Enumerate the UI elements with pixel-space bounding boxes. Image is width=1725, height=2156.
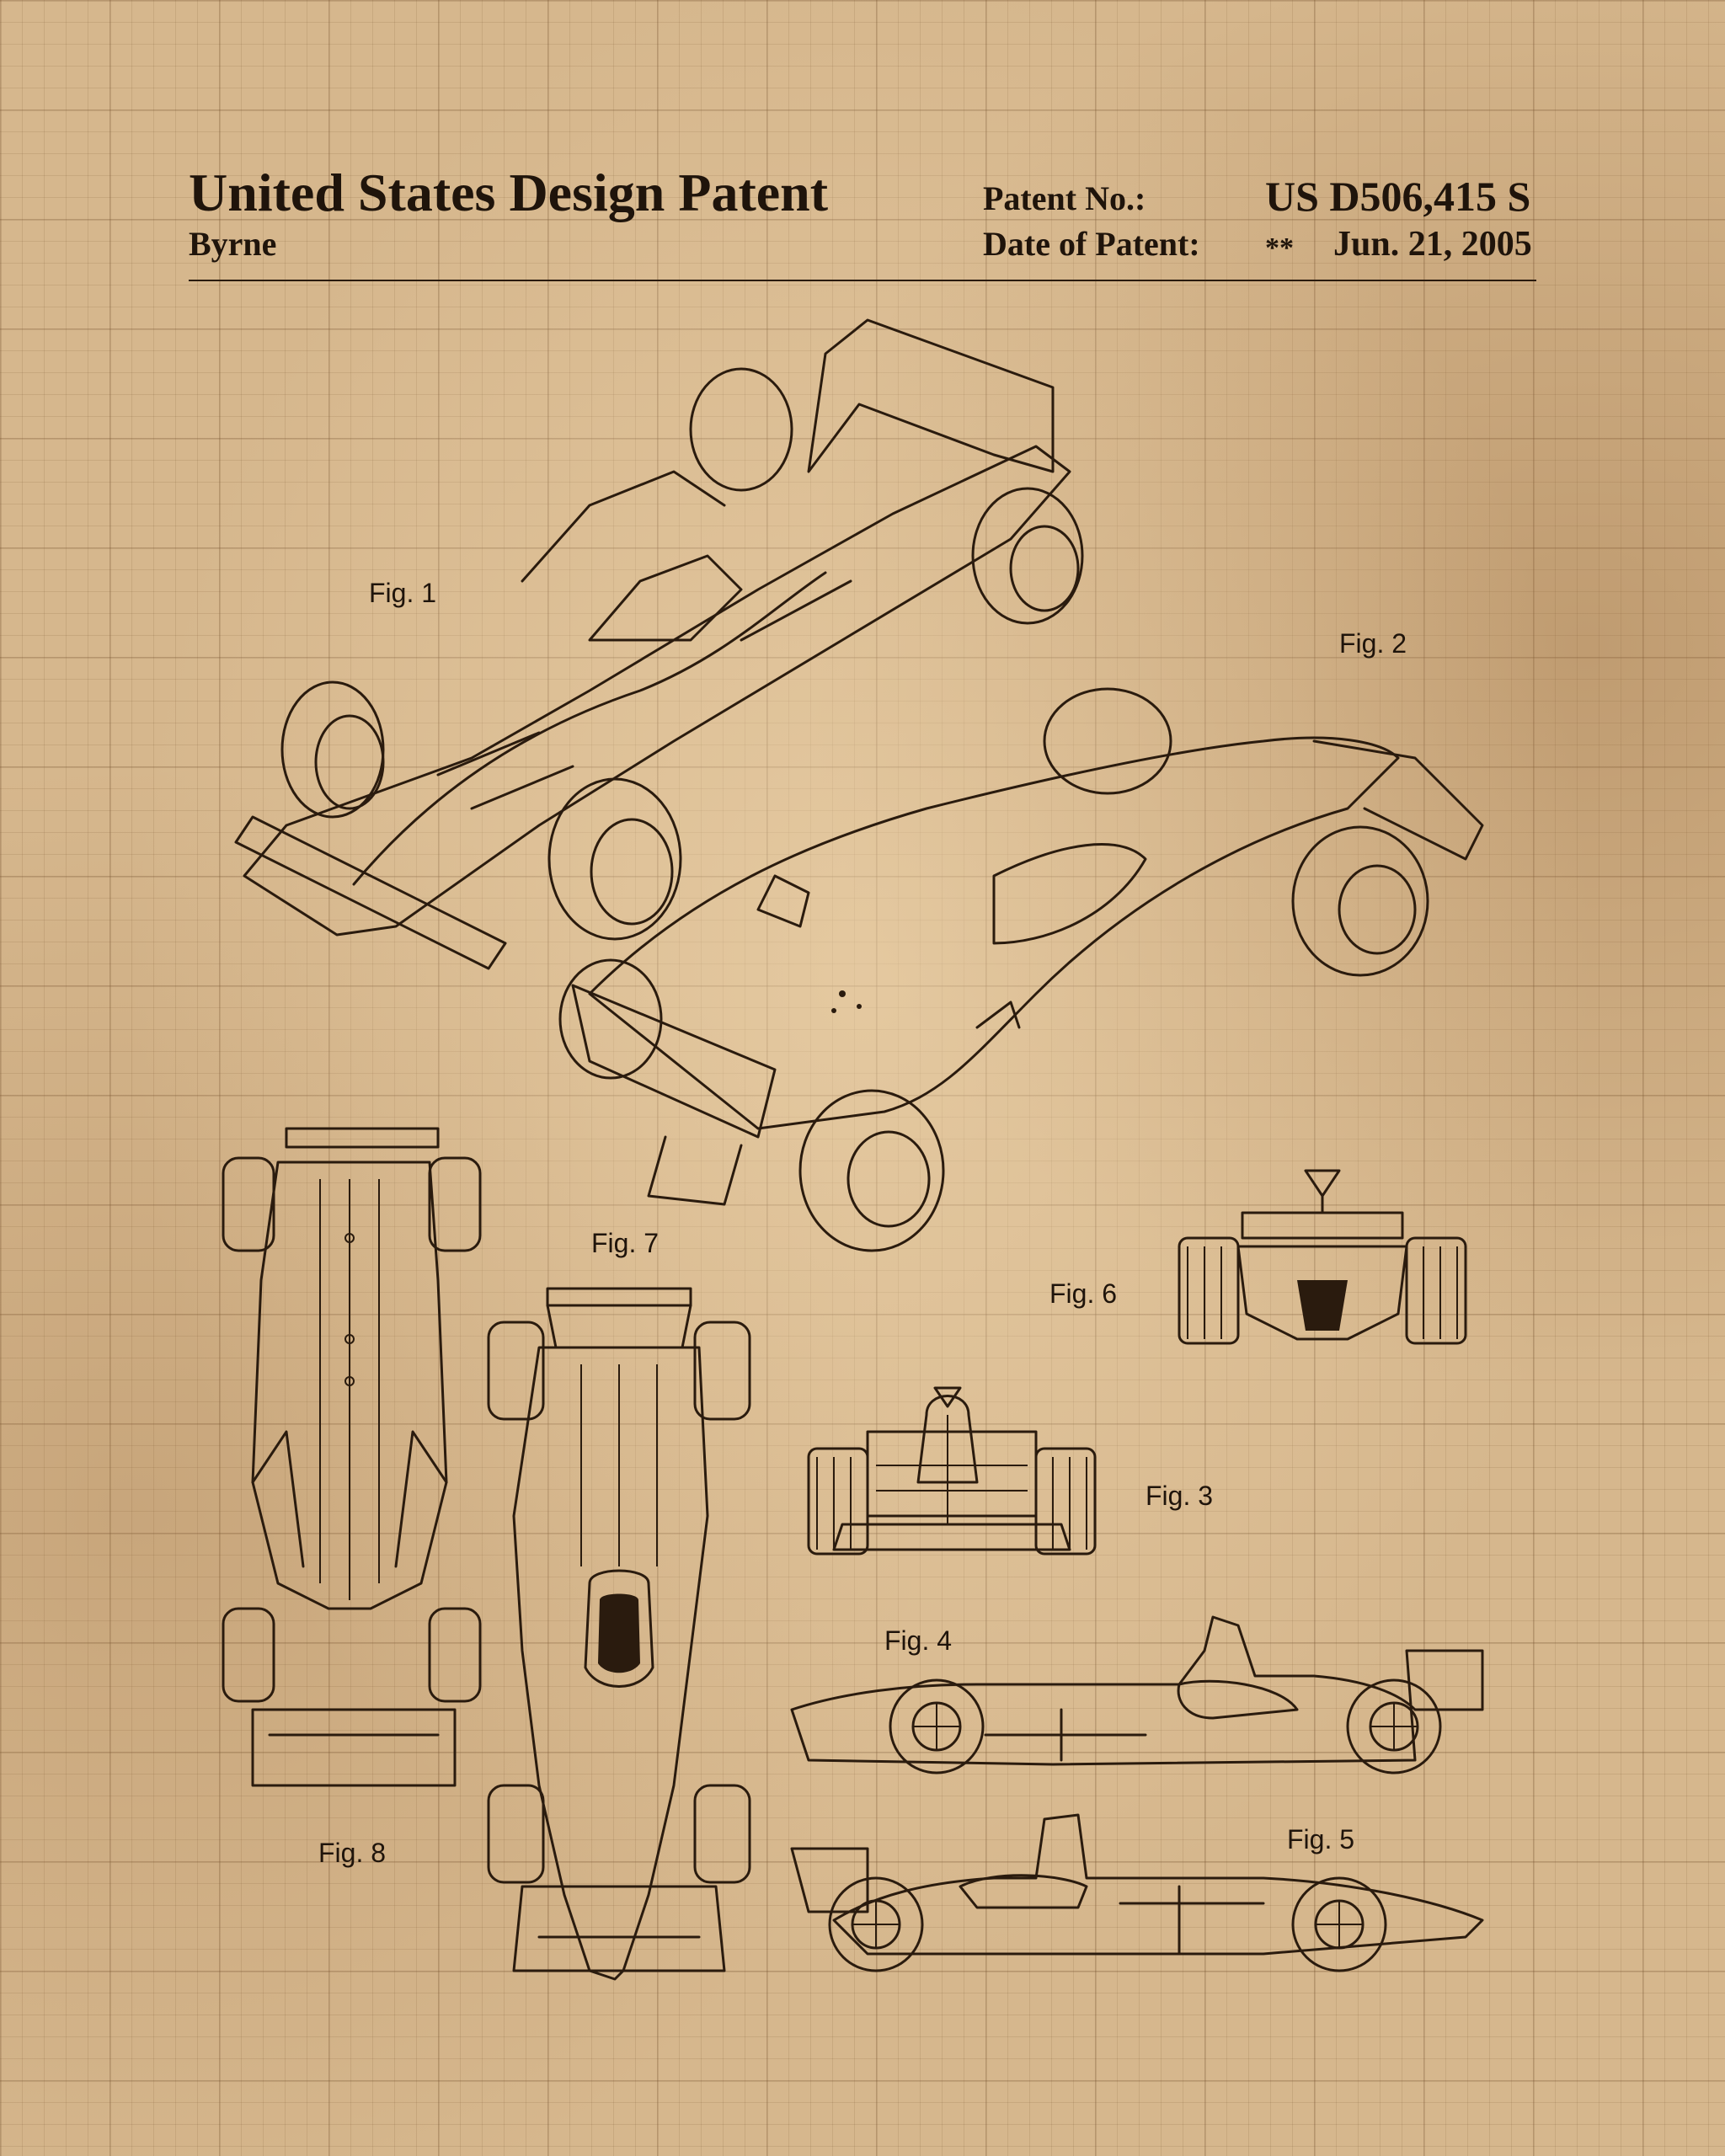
fig1-drawing (234, 318, 1084, 970)
fig7-drawing (487, 1287, 751, 1981)
patent-number: US D506,415 S (1265, 173, 1531, 220)
fig3-drawing (807, 1386, 1097, 1556)
fig4-label: Fig. 4 (884, 1625, 953, 1656)
patent-number-label: Patent No.: (983, 179, 1146, 217)
fig6-drawing (1178, 1169, 1467, 1345)
patent-date-label: Date of Patent: (983, 225, 1200, 263)
patent-date-marks: ** (1265, 232, 1294, 264)
fig7-label: Fig. 7 (591, 1228, 660, 1258)
fig5-drawing (790, 1813, 1484, 1972)
inventor-name: Byrne (189, 225, 277, 263)
fig8-label: Fig. 8 (318, 1838, 387, 1868)
fig6-label: Fig. 6 (1049, 1278, 1118, 1309)
fig1-label: Fig. 1 (369, 578, 437, 608)
fig3-label: Fig. 3 (1146, 1481, 1214, 1511)
fig4-drawing (790, 1615, 1484, 1774)
patent-date: Jun. 21, 2005 (1333, 225, 1532, 264)
fig2-label: Fig. 2 (1339, 628, 1407, 659)
patent-title: United States Design Patent (189, 163, 829, 222)
header-rule (189, 280, 1536, 281)
fig2-drawing (558, 687, 1484, 1252)
fig8-drawing (222, 1127, 482, 1787)
fig5-label: Fig. 5 (1287, 1824, 1355, 1854)
